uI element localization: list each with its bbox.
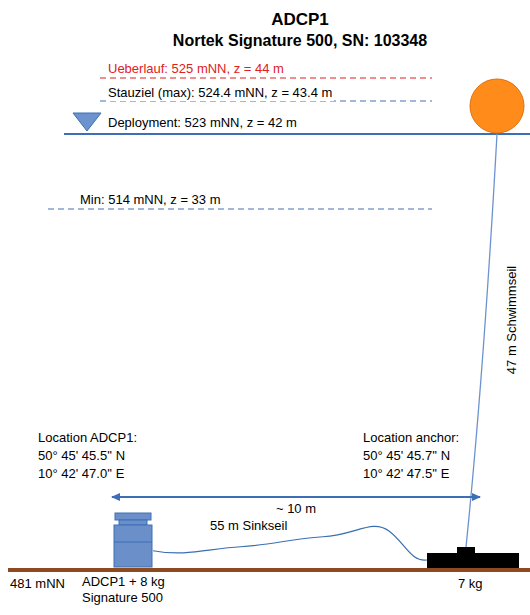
label: Location ADCP1: [38, 430, 137, 446]
overflow-line [100, 77, 432, 78]
label: 47 m Schwimmseil [504, 266, 520, 374]
buoy [470, 79, 524, 133]
adcp-device [113, 512, 153, 569]
label: Deployment: 523 mNN, z = 42 m [106, 115, 299, 131]
label: Stauziel (max): 524.4 mNN, z = 43.4 m [106, 85, 334, 101]
label: 50° 45' 45.7'' N [363, 448, 450, 464]
water-level-symbol [73, 113, 101, 131]
label: 50° 45' 45.5'' N [38, 448, 125, 464]
float-rope [466, 134, 497, 547]
anchor-block-shape [427, 546, 519, 568]
distance-arrow [112, 496, 480, 498]
label: 481 mNN [10, 576, 65, 592]
edge-label: 55 m Sinkseil [208, 518, 289, 534]
node-text: 7 kg [458, 576, 483, 592]
title: ADCP1 [271, 10, 329, 30]
min-level-line [48, 208, 432, 209]
water-surface [64, 133, 530, 135]
label: Nortek Signature 500, SN: 103348 [173, 31, 427, 50]
label: Location anchor: [363, 430, 459, 446]
adcp-device-shape [113, 512, 153, 569]
label: ~ 10 m [276, 501, 316, 517]
label: 10° 42' 47.5'' E [363, 466, 449, 482]
label: Ueberlauf: 525 mNN, z = 44 m [106, 61, 286, 77]
node-text: ADCP1 + 8 kg Signature 500 [82, 574, 182, 606]
label: Min: 514 mNN, z = 33 m [78, 192, 223, 208]
label: 10° 42' 47.0'' E [38, 466, 124, 482]
lake-bed [8, 568, 530, 572]
anchor-block [427, 546, 519, 568]
sink-rope [153, 526, 427, 560]
